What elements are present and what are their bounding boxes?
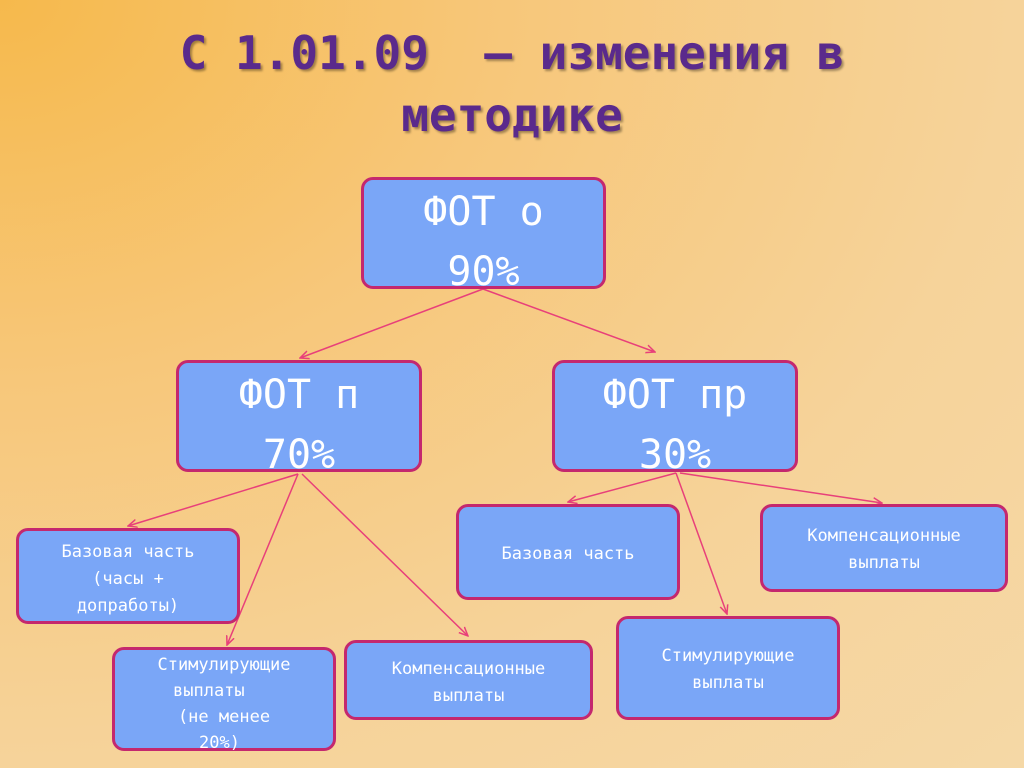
node-fot-pr-label: ФОТ пр (602, 372, 748, 418)
node-compensation-pr: Компенсационные выплаты (760, 504, 1008, 592)
arrow-fot-pr-to-stim (675, 472, 727, 614)
node-fot-p-label: ФОТ п (238, 372, 360, 418)
node-stimulating-p-line-1: Стимулирующие (157, 655, 291, 675)
arrow-fot-pr-to-comp (679, 472, 882, 503)
node-fot-pr-value: 30% (638, 432, 712, 478)
arrow-fot-o-to-fot-pr (482, 288, 655, 352)
node-fot-p: ФОТ п 70% (176, 360, 422, 478)
node-stimulating-pr-line-1: Стимулирующие (661, 646, 795, 666)
arrow-fot-o-to-fot-p (300, 288, 484, 358)
node-stimulating-p-line-4: 20%) (199, 733, 240, 753)
node-base-part-p-line-1: Базовая часть (61, 542, 195, 562)
slide-title-line-1: С 1.01.09 – изменения в (179, 26, 845, 80)
arrow-fot-p-to-comp (301, 473, 468, 636)
node-compensation-pr-line-2: выплаты (848, 553, 920, 573)
node-compensation-p-line-1: Компенсационные (391, 659, 546, 679)
node-fot-pr: ФОТ пр 30% (552, 360, 798, 478)
arrow-fot-p-to-base (128, 473, 299, 526)
slide-title-line-2: методике (401, 88, 623, 142)
node-stimulating-p: Стимулирующие выплаты (не менее 20%) (112, 647, 336, 753)
node-stimulating-pr-line-2: выплаты (692, 673, 764, 693)
node-stimulating-pr: Стимулирующие выплаты (616, 616, 840, 720)
node-base-part-p-line-3: допработы) (76, 596, 180, 616)
node-base-part-p-line-2: (часы + (92, 569, 164, 589)
node-compensation-p: Компенсационные выплаты (344, 640, 593, 720)
arrow-fot-pr-to-base (568, 472, 677, 502)
node-base-part-pr: Базовая часть (456, 504, 680, 600)
node-stimulating-p-line-3: (не менее (177, 707, 271, 727)
node-stimulating-p-line-2: выплаты (173, 681, 245, 701)
node-compensation-p-line-2: выплаты (432, 686, 505, 706)
node-base-part-pr-line-1: Базовая часть (501, 544, 635, 564)
node-compensation-pr-line-1: Компенсационные (807, 526, 961, 546)
node-fot-o: ФОТ о 90% (361, 177, 606, 295)
node-base-part-p: Базовая часть (часы + допработы) (16, 528, 240, 624)
node-fot-o-value: 90% (447, 249, 520, 295)
slide-title: С 1.01.09 – изменения в методике (0, 22, 1024, 146)
node-fot-p-value: 70% (262, 432, 336, 478)
node-fot-o-label: ФОТ о (423, 189, 544, 235)
